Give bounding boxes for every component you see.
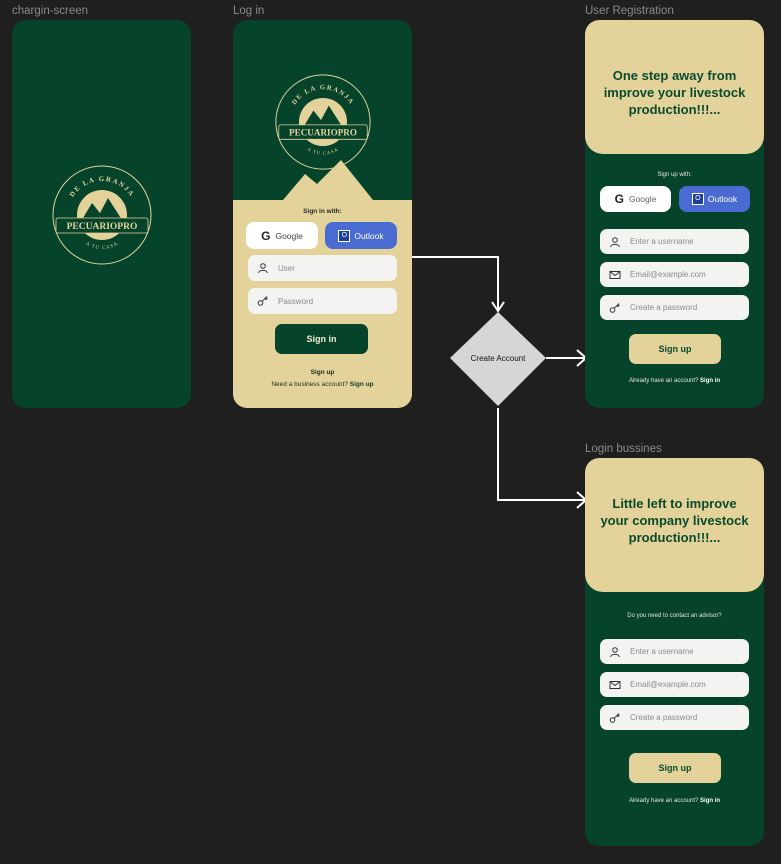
sign-up-with-label: Sign up with: (657, 172, 692, 178)
sign-up-button[interactable]: Sign up (629, 334, 721, 364)
password-input[interactable]: Create a password (600, 295, 749, 320)
pecuariopro-logo-icon: PECUARIOPRO DE LA GRANJA A TU CASA (52, 165, 152, 265)
password-input[interactable]: Password (248, 288, 397, 314)
svg-text:PECUARIOPRO: PECUARIOPRO (67, 222, 138, 232)
sign-in-with-label: Sign in with: (303, 208, 342, 215)
loading-screen: PECUARIOPRO DE LA GRANJA A TU CASA (12, 20, 191, 408)
business-account-line: Need a business account? Sign up (271, 381, 374, 388)
already-account-line: Already have an account? Sign in (628, 798, 721, 804)
decision-diamond (450, 312, 546, 406)
user-input[interactable]: User (248, 255, 397, 281)
decision-label: Create Account (471, 354, 526, 363)
already-account-line: Already have an account? Sign in (628, 378, 721, 384)
outlook-icon: O (338, 229, 351, 242)
sign-in-link[interactable]: Sign in (700, 798, 721, 804)
frame-label-registration: User Registration (585, 5, 674, 17)
mail-icon (600, 679, 630, 691)
key-icon (600, 302, 630, 314)
username-input[interactable]: Enter a username (600, 639, 749, 664)
svg-text:PECUARIOPRO: PECUARIOPRO (289, 127, 357, 137)
business-screen: Little left to improve your company live… (585, 458, 764, 846)
outlook-sign-up-button[interactable]: O Outlook (679, 186, 750, 212)
user-icon (600, 236, 630, 248)
email-input[interactable]: Email@example.com (600, 262, 749, 287)
registration-header (585, 20, 764, 154)
sign-in-button[interactable]: Sign in (275, 324, 368, 354)
sign-up-button[interactable]: Sign up (629, 753, 721, 783)
pecuariopro-logo-icon: PECUARIOPRO DE LA GRANJA A TU CASA (275, 74, 371, 170)
outlook-icon: O (691, 193, 704, 205)
registration-headline: One step away from improve your livestoc… (603, 68, 746, 117)
sign-in-link[interactable]: Sign in (700, 378, 721, 384)
key-icon (248, 295, 278, 307)
key-icon (600, 712, 630, 724)
email-input[interactable]: Email@example.com (600, 672, 749, 697)
svg-text:A TU CASA: A TU CASA (84, 242, 119, 252)
frame-label-login: Log in (233, 5, 265, 17)
login-screen: PECUARIOPRO DE LA GRANJA A TU CASA Sign … (233, 20, 412, 408)
google-sign-in-button[interactable]: G Google (246, 222, 318, 249)
outlook-sign-in-button[interactable]: O Outlook (325, 222, 397, 249)
username-input[interactable]: Enter a username (600, 229, 749, 254)
google-sign-up-button[interactable]: G Google (600, 186, 671, 212)
google-icon: G (614, 192, 624, 206)
password-input[interactable]: Create a password (600, 705, 749, 730)
user-icon (248, 262, 278, 274)
sign-up-link[interactable]: Sign up (310, 369, 335, 376)
registration-screen: One step away from improve your livestoc… (585, 20, 764, 408)
svg-text:A TU CASA: A TU CASA (306, 147, 340, 156)
business-header (585, 458, 764, 592)
frame-label-business: Login bussines (585, 443, 662, 455)
mail-icon (600, 269, 630, 281)
advisor-prompt[interactable]: Do you need to contact an advisor? (627, 613, 722, 619)
business-headline: Little left to improve your company live… (600, 496, 749, 545)
business-sign-up-link[interactable]: Sign up (349, 381, 374, 388)
user-icon (600, 646, 630, 658)
frame-label-loading: chargin-screen (12, 5, 89, 17)
google-icon: G (261, 228, 271, 243)
